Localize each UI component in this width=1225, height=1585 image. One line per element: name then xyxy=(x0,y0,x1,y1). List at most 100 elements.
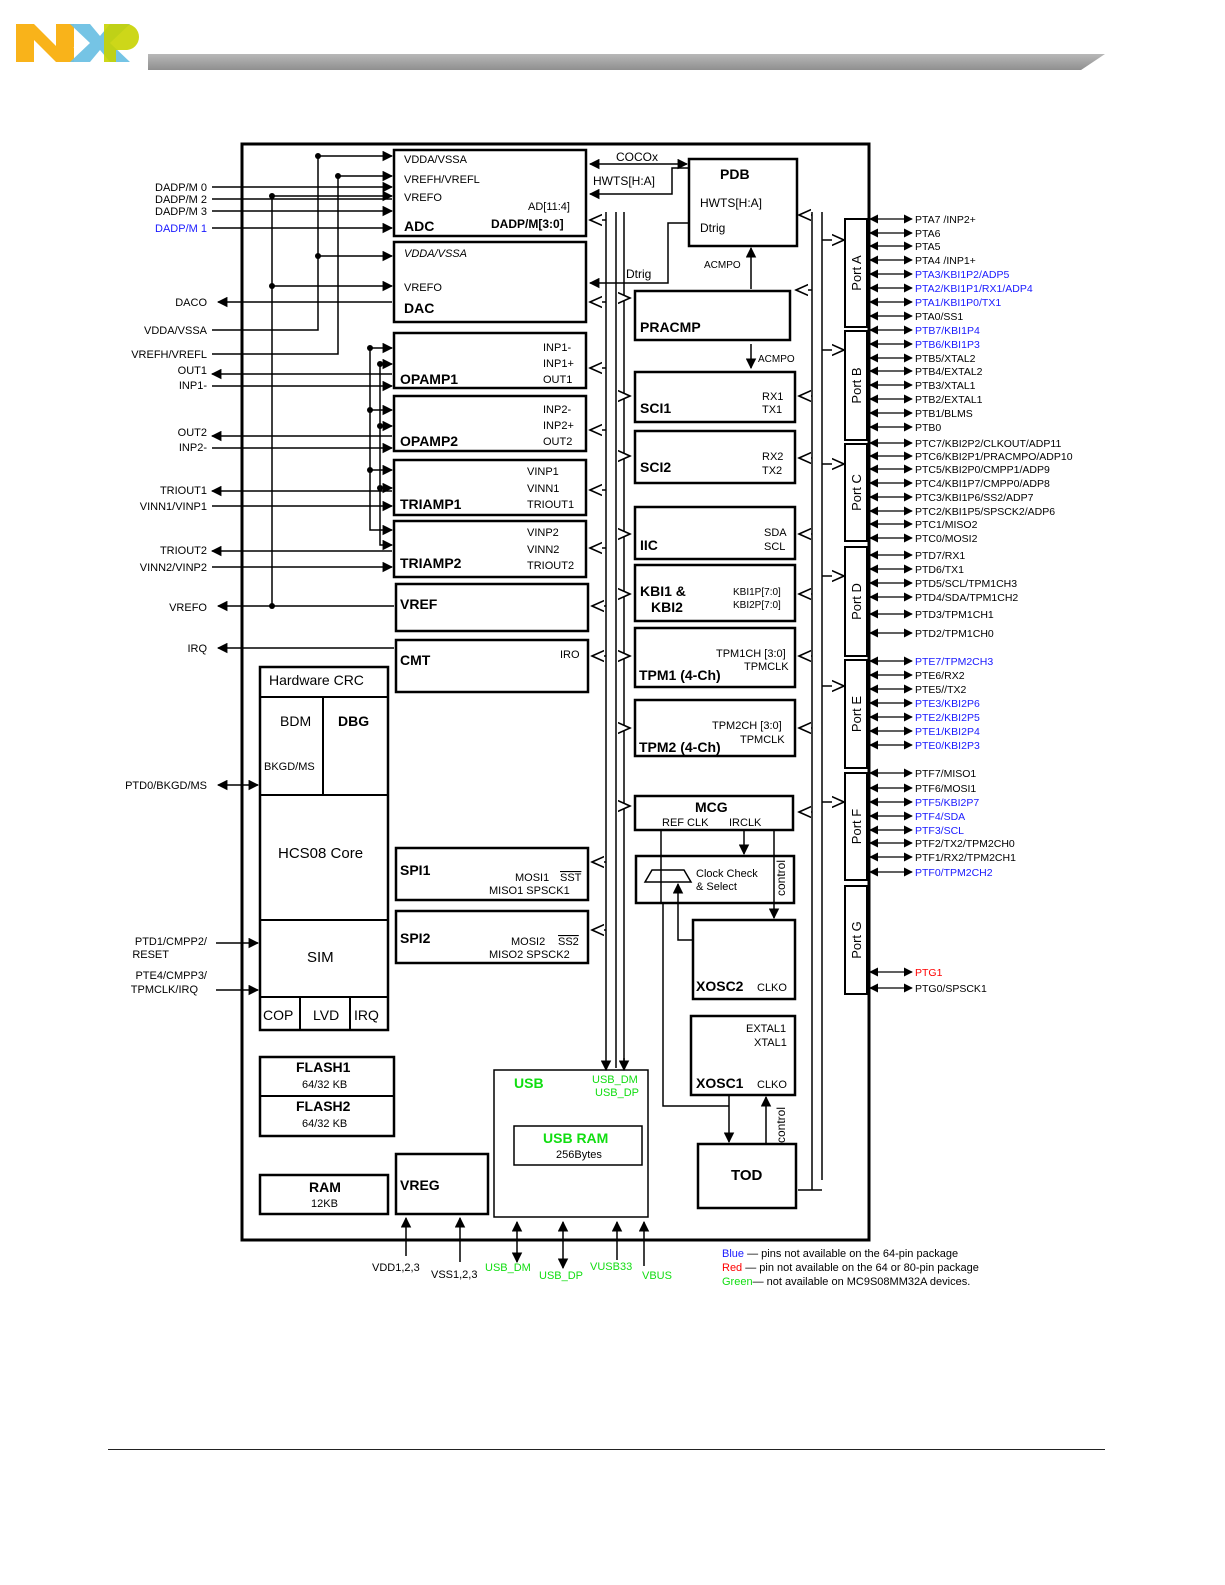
pin-label: PTC4/KBI1P7/CMPP0/ADP8 xyxy=(915,478,1050,490)
svg-text:MISO1 SPSCK1: MISO1 SPSCK1 xyxy=(489,885,570,897)
svg-text:Dtrig: Dtrig xyxy=(626,267,651,281)
svg-text:IRQ: IRQ xyxy=(187,643,207,655)
svg-text:VDDA/VSSA: VDDA/VSSA xyxy=(144,325,208,337)
pin-label: PTE0/KBI2P3 xyxy=(915,740,980,752)
svg-text:64/32 KB: 64/32 KB xyxy=(302,1118,347,1130)
svg-text:DADP/M 3: DADP/M 3 xyxy=(155,206,207,218)
svg-text:RX2: RX2 xyxy=(762,451,783,463)
svg-text:KBI1P[7:0]: KBI1P[7:0] xyxy=(733,587,781,598)
svg-text:VSS1,2,3: VSS1,2,3 xyxy=(431,1269,477,1281)
svg-text:REF CLK: REF CLK xyxy=(662,817,709,829)
svg-text:HWTS[H:A]: HWTS[H:A] xyxy=(700,196,762,210)
pin-label: PTE3/KBI2P6 xyxy=(915,698,980,710)
svg-text:Clock Check: Clock Check xyxy=(696,868,758,880)
svg-text:PTE4/CMPP3/: PTE4/CMPP3/ xyxy=(135,970,207,982)
pin-label: PTC5/KBI2P0/CMPP1/ADP9 xyxy=(915,464,1050,476)
svg-text:PRACMP: PRACMP xyxy=(640,319,701,335)
pin-label: PTC2/KBI1P5/SPSCK2/ADP6 xyxy=(915,506,1055,518)
svg-text:RESET: RESET xyxy=(132,949,169,961)
pin-label: PTC6/KBI2P1/PRACMPO/ADP10 xyxy=(915,451,1073,463)
logo-text: NXP xyxy=(73,47,75,49)
svg-text:XOSC2: XOSC2 xyxy=(696,978,744,994)
pin-label: PTB0 xyxy=(915,422,941,434)
svg-text:TX1: TX1 xyxy=(762,404,782,416)
svg-text:VREFH/VREFL: VREFH/VREFL xyxy=(131,349,207,361)
pin-label: PTF1/RX2/TPM2CH1 xyxy=(915,852,1016,864)
svg-text:MOSI1: MOSI1 xyxy=(515,872,549,884)
svg-text:64/32 KB: 64/32 KB xyxy=(302,1079,347,1091)
port-box-2 xyxy=(844,443,868,542)
usb-block xyxy=(493,1069,649,1218)
spi1-block xyxy=(394,846,590,902)
svg-text:DBG: DBG xyxy=(338,713,369,729)
svg-text:TRIAMP2: TRIAMP2 xyxy=(400,555,462,571)
port-label: Port C xyxy=(849,474,864,511)
svg-text:Blue — pins not available on t: Blue — pins not available on the 64-pin … xyxy=(722,1248,958,1260)
svg-text:SDA: SDA xyxy=(764,527,787,539)
pin-label: PTB4/EXTAL2 xyxy=(915,366,983,378)
pin-label: PTG0/SPSCK1 xyxy=(915,983,987,995)
svg-text:LVD: LVD xyxy=(313,1007,339,1023)
svg-text:KBI2: KBI2 xyxy=(651,599,683,615)
header-bar xyxy=(148,54,1105,70)
svg-text:MCG: MCG xyxy=(695,799,728,815)
nxp-logo: NXP xyxy=(16,24,139,62)
svg-text:DAC: DAC xyxy=(404,300,434,316)
svg-text:Hardware CRC: Hardware CRC xyxy=(269,672,364,688)
port-label: Port E xyxy=(849,696,864,732)
port-box-0 xyxy=(844,218,868,328)
svg-text:INP2-: INP2- xyxy=(543,404,571,416)
svg-text:IRO: IRO xyxy=(560,649,580,661)
svg-text:MOSI2: MOSI2 xyxy=(511,936,545,948)
svg-text:IIC: IIC xyxy=(640,537,658,553)
svg-text:Red — pin not available on th: Red — pin not available on the 64 or 80-… xyxy=(722,1262,979,1274)
svg-text:TRIOUT2: TRIOUT2 xyxy=(160,545,207,557)
pin-label: PTA1/KBI1P0/TX1 xyxy=(915,297,1001,309)
svg-text:VREFO: VREFO xyxy=(169,602,207,614)
pin-label: PTE1/KBI2P4 xyxy=(915,726,980,738)
pin-label: PTB3/XTAL1 xyxy=(915,380,976,392)
svg-text:TRIOUT2: TRIOUT2 xyxy=(527,560,574,572)
pin-label: PTB6/KBI1P3 xyxy=(915,339,980,351)
adc-block xyxy=(392,148,588,238)
svg-text:BKGD/MS: BKGD/MS xyxy=(264,761,315,773)
svg-text:USB RAM: USB RAM xyxy=(543,1130,608,1146)
svg-text:BDM: BDM xyxy=(280,713,311,729)
svg-text:CLKO: CLKO xyxy=(757,1079,787,1091)
clock-mux xyxy=(643,869,693,883)
pin-label: PTB5/XTAL2 xyxy=(915,353,976,365)
svg-text:MISO2 SPSCK2: MISO2 SPSCK2 xyxy=(489,949,570,961)
pin-label: PTD6/TX1 xyxy=(915,564,964,576)
mcu-boundary xyxy=(240,142,871,1242)
pin-label: PTD5/SCL/TPM1CH3 xyxy=(915,578,1017,590)
vref-block xyxy=(394,582,590,633)
svg-text:VBUS: VBUS xyxy=(642,1270,672,1282)
svg-text:VREF: VREF xyxy=(400,596,438,612)
pin-label: PTB2/EXTAL1 xyxy=(915,394,983,406)
svg-text:SIM: SIM xyxy=(307,949,334,966)
pin-label: PTD4/SDA/TPM1CH2 xyxy=(915,592,1018,604)
svg-text:XTAL1: XTAL1 xyxy=(754,1037,787,1049)
svg-text:USB: USB xyxy=(514,1075,544,1091)
svg-text:VDD1,2,3: VDD1,2,3 xyxy=(372,1262,420,1274)
ram-block xyxy=(258,1173,390,1216)
svg-text:EXTAL1: EXTAL1 xyxy=(746,1023,786,1035)
port-label: Port D xyxy=(849,583,864,620)
svg-text:IRCLK: IRCLK xyxy=(729,817,762,829)
svg-text:DACO: DACO xyxy=(175,297,207,309)
svg-text:HCS08 Core: HCS08 Core xyxy=(278,845,363,862)
pin-label: PTF0/TPM2CH2 xyxy=(915,867,993,879)
svg-text:SS2: SS2 xyxy=(558,936,579,948)
tod-block xyxy=(696,1142,798,1210)
pracmp-block xyxy=(633,289,792,342)
svg-text:VREFO: VREFO xyxy=(404,192,442,204)
svg-text:TPMCLK/IRQ: TPMCLK/IRQ xyxy=(131,984,199,996)
spi2-block xyxy=(394,909,590,965)
svg-text:VREG: VREG xyxy=(400,1177,440,1193)
pin-label: PTC7/KBI2P2/CLKOUT/ADP11 xyxy=(915,438,1061,450)
svg-text:PTD1/CMPP2/: PTD1/CMPP2/ xyxy=(135,936,208,948)
svg-text:PTD0/BKGD/MS: PTD0/BKGD/MS xyxy=(125,780,207,792)
svg-text:OUT2: OUT2 xyxy=(178,427,207,439)
